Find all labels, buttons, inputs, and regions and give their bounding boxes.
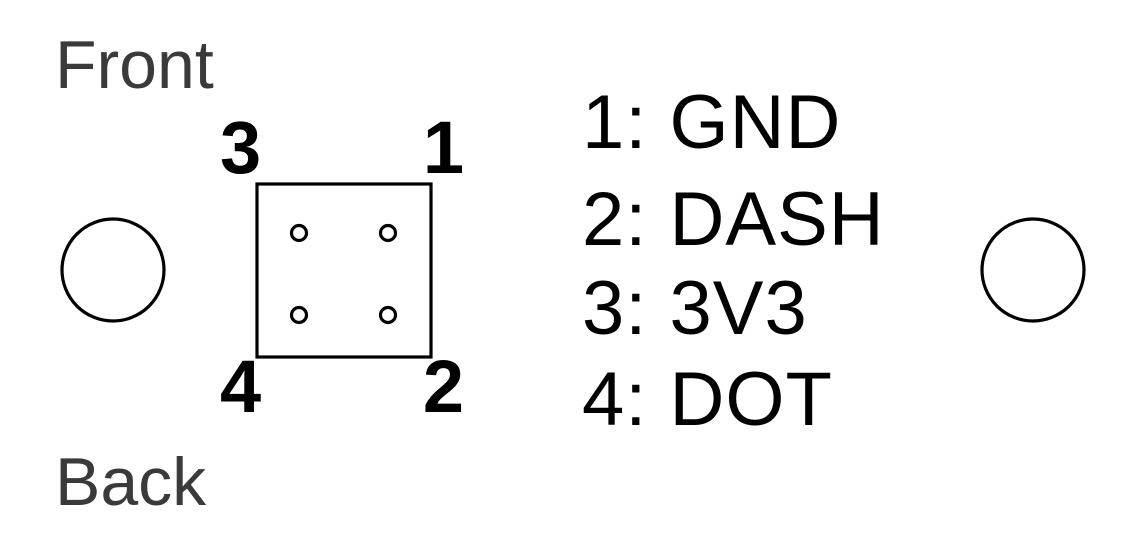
mounting-hole-left-icon [60,217,166,323]
pin-number-top-left: 3 [220,106,261,189]
legend-item-3: 3: 3V3 [582,266,808,351]
pin-hole-4-icon [289,305,309,325]
front-orientation-label: Front [55,27,214,103]
back-orientation-label: Back [55,444,207,520]
pin-hole-1-icon [378,223,398,243]
legend-item-4: 4: DOT [582,357,833,442]
pin-number-top-right: 1 [423,106,464,189]
connector-body-outline [255,182,433,359]
legend-item-1: 1: GND [582,80,841,165]
legend-item-2: 2: DASH [582,177,885,262]
mounting-hole-right-icon [980,217,1086,323]
pin-hole-3-icon [289,223,309,243]
pin-hole-2-icon [378,305,398,325]
pin-number-bottom-right: 2 [423,345,464,428]
pin-number-bottom-left: 4 [220,345,261,428]
